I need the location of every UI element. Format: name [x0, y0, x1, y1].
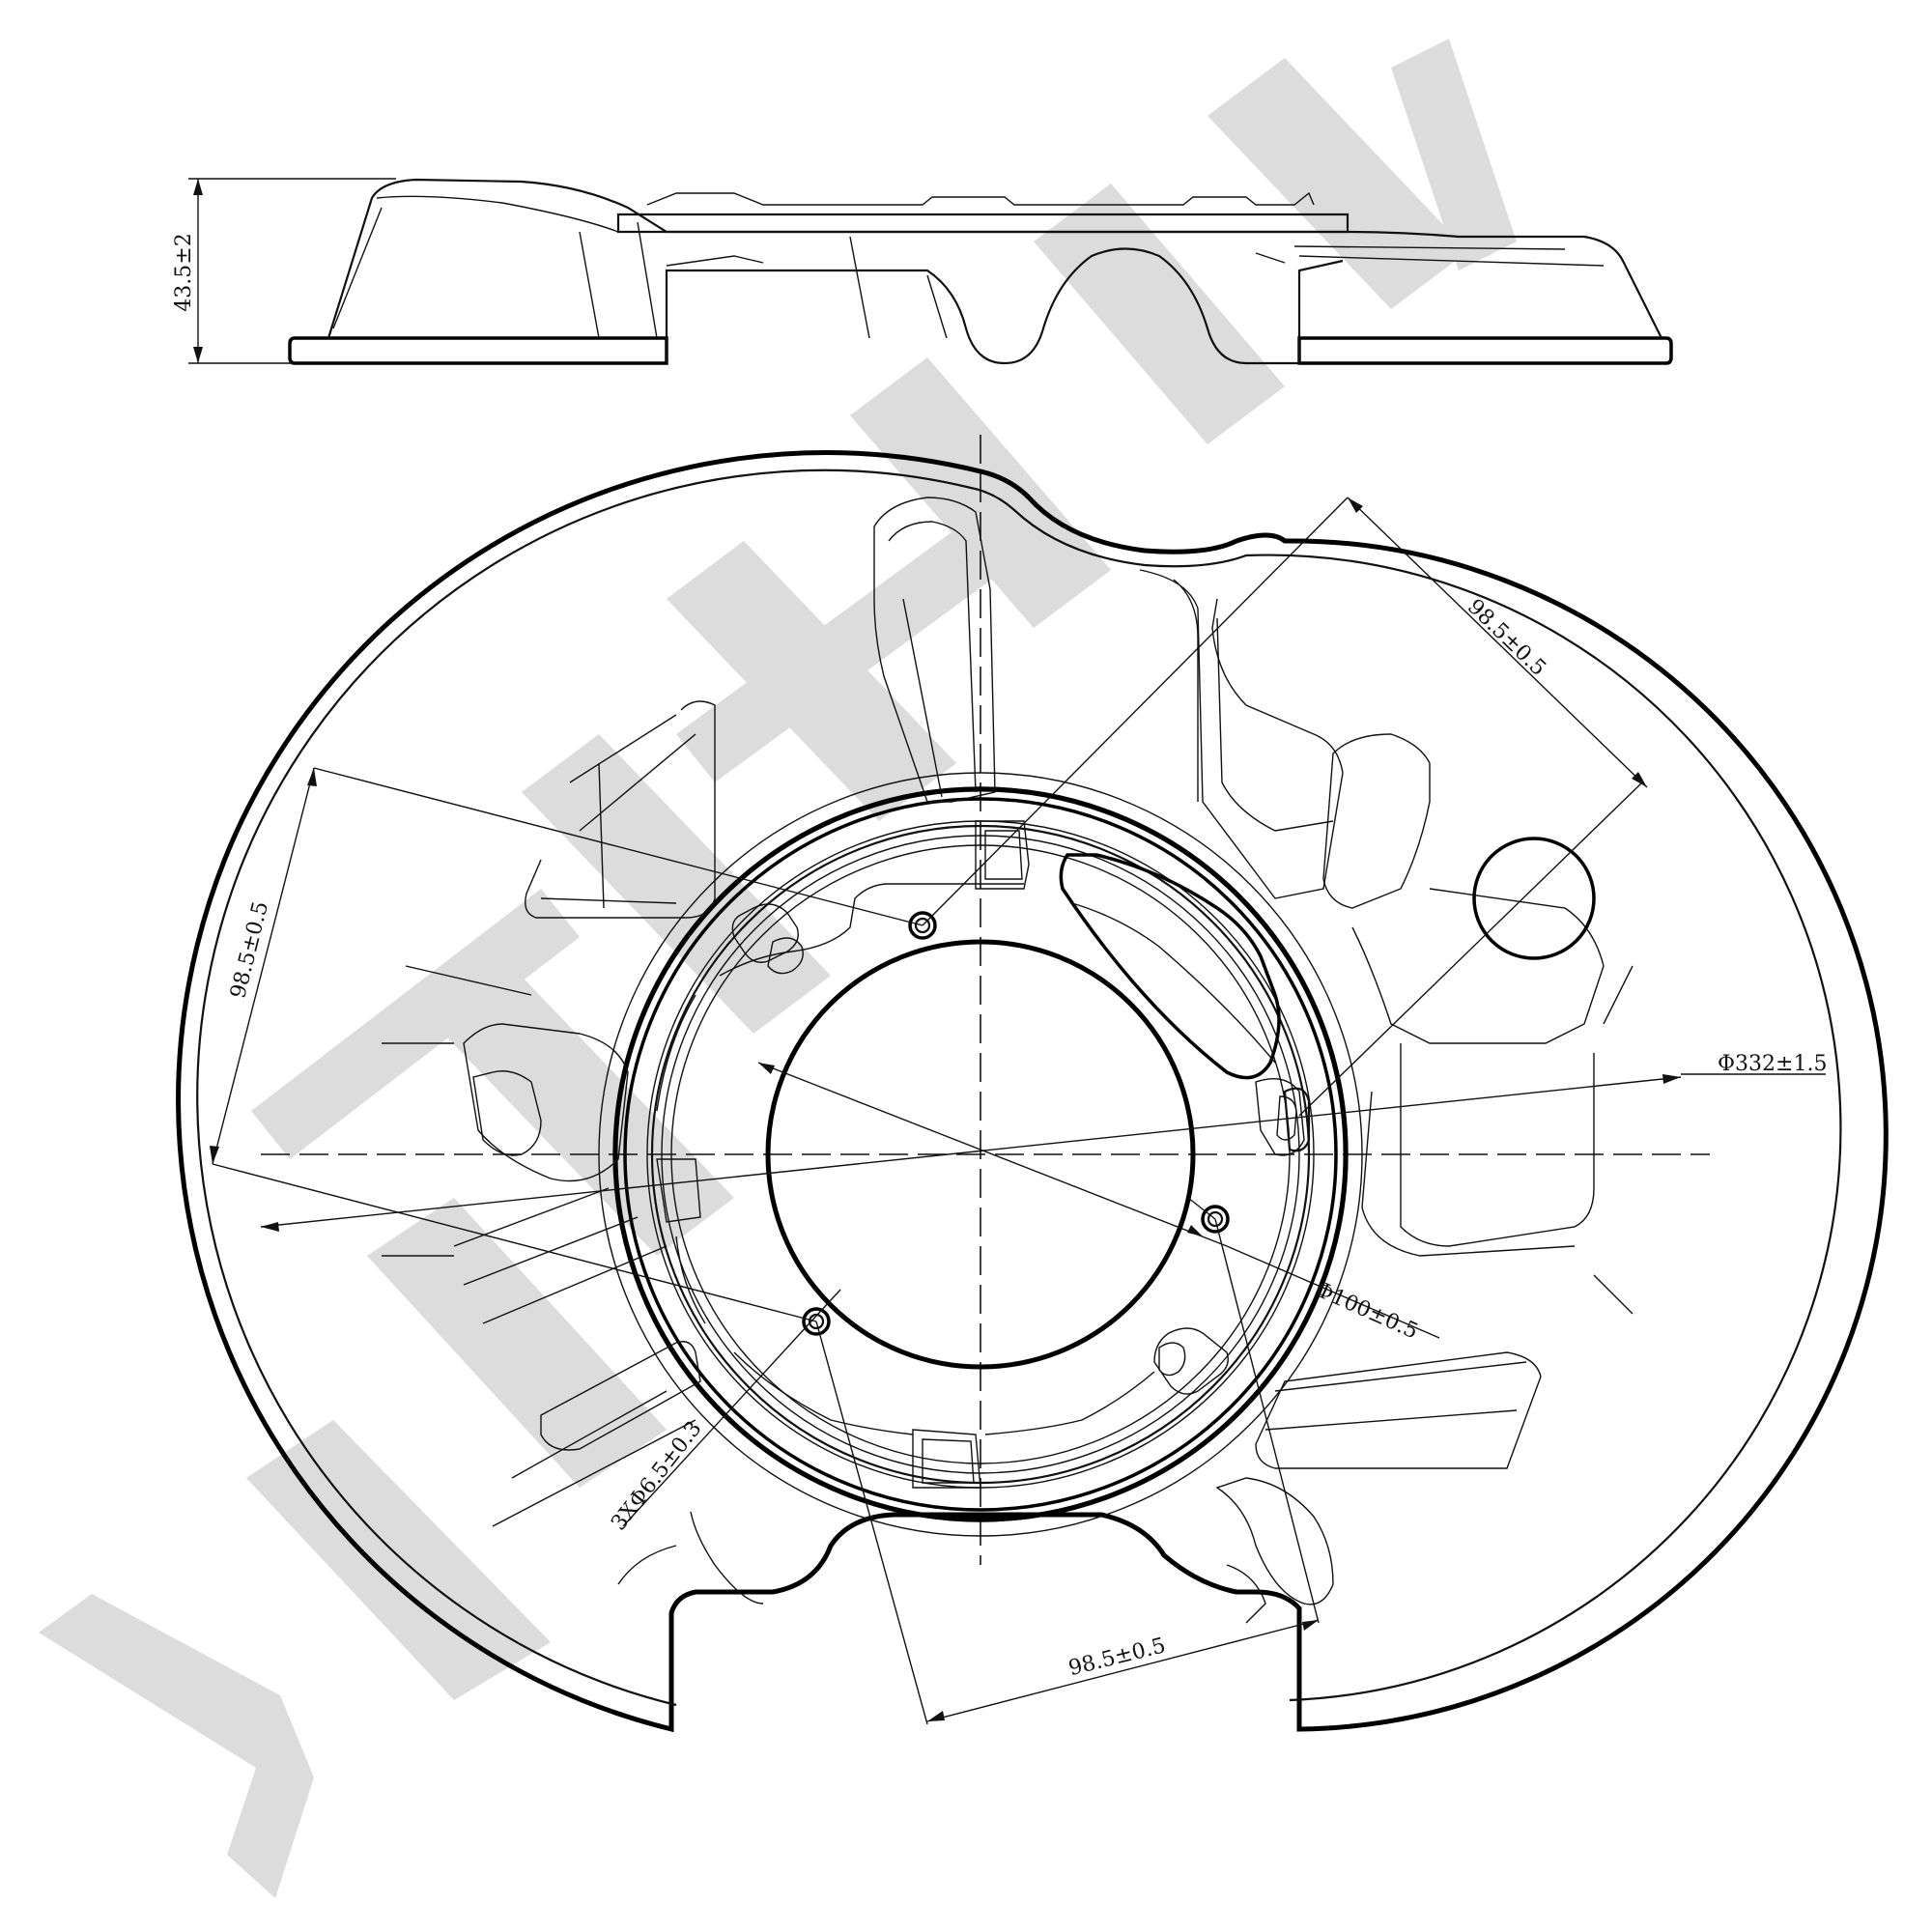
bottom-bolt-distance-label: 98.5±0.5 — [1066, 1634, 1168, 1681]
access-hole — [1472, 837, 1596, 960]
dimension-lines — [210, 497, 1826, 1725]
height-dimension-label: 43.5±2 — [172, 233, 196, 311]
bolt-hole-bottom — [802, 1307, 831, 1336]
kidney-slot — [1059, 853, 1281, 1080]
front-view — [176, 435, 1889, 1733]
outer-diameter-label: Φ332±1.5 — [1718, 1052, 1827, 1076]
bolt-holes — [802, 911, 1230, 1336]
left-bolt-distance-label: 98.5±0.5 — [226, 899, 273, 1001]
outer-contour — [176, 450, 1889, 1733]
watermark-logo — [39, 39, 1517, 1898]
hub-ring-visible — [612, 786, 1349, 1522]
bolt-hole-top — [908, 911, 937, 940]
bolt-hole-right — [1201, 1205, 1230, 1234]
side-view — [188, 178, 1673, 365]
center-bore — [765, 939, 1196, 1370]
